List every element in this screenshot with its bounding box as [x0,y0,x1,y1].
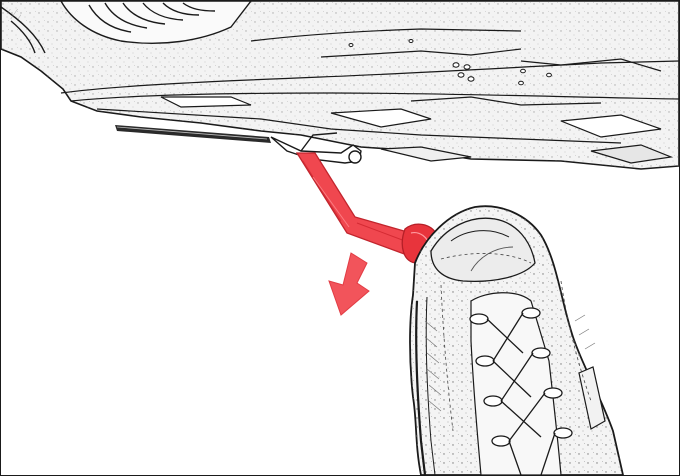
vehicle-underbody [1,1,679,169]
down-arrow-icon [329,253,369,315]
boot [410,206,623,475]
pull-strap [297,153,438,263]
